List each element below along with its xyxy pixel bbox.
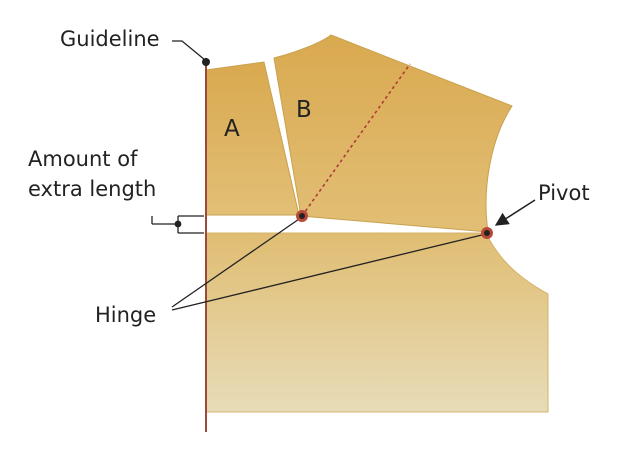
hinge-label: Hinge xyxy=(95,303,156,327)
extra-length-dot xyxy=(174,220,182,228)
piece-a-label: A xyxy=(224,116,240,142)
extra-length-label-2: extra length xyxy=(28,177,156,201)
hinge-leaders xyxy=(171,216,487,311)
extra-length-label-line1: Amount of xyxy=(28,147,138,171)
pivot-marker-center xyxy=(484,230,490,236)
extra-length-indicator xyxy=(151,215,204,234)
pivot-label: Pivot xyxy=(538,181,590,205)
dart-fold-line xyxy=(301,63,411,217)
hinge-marker-center xyxy=(299,213,305,219)
pattern-piece-b xyxy=(273,34,513,233)
pivot-arrow xyxy=(494,199,536,226)
extra-length-label-line2: extra length xyxy=(28,177,156,201)
extra-length-label: Amount of xyxy=(28,147,138,171)
pattern-piece-a xyxy=(205,61,300,216)
guideline-label: Guideline xyxy=(60,27,160,51)
guideline-leader xyxy=(172,40,206,61)
piece-b-label: B xyxy=(296,97,312,123)
